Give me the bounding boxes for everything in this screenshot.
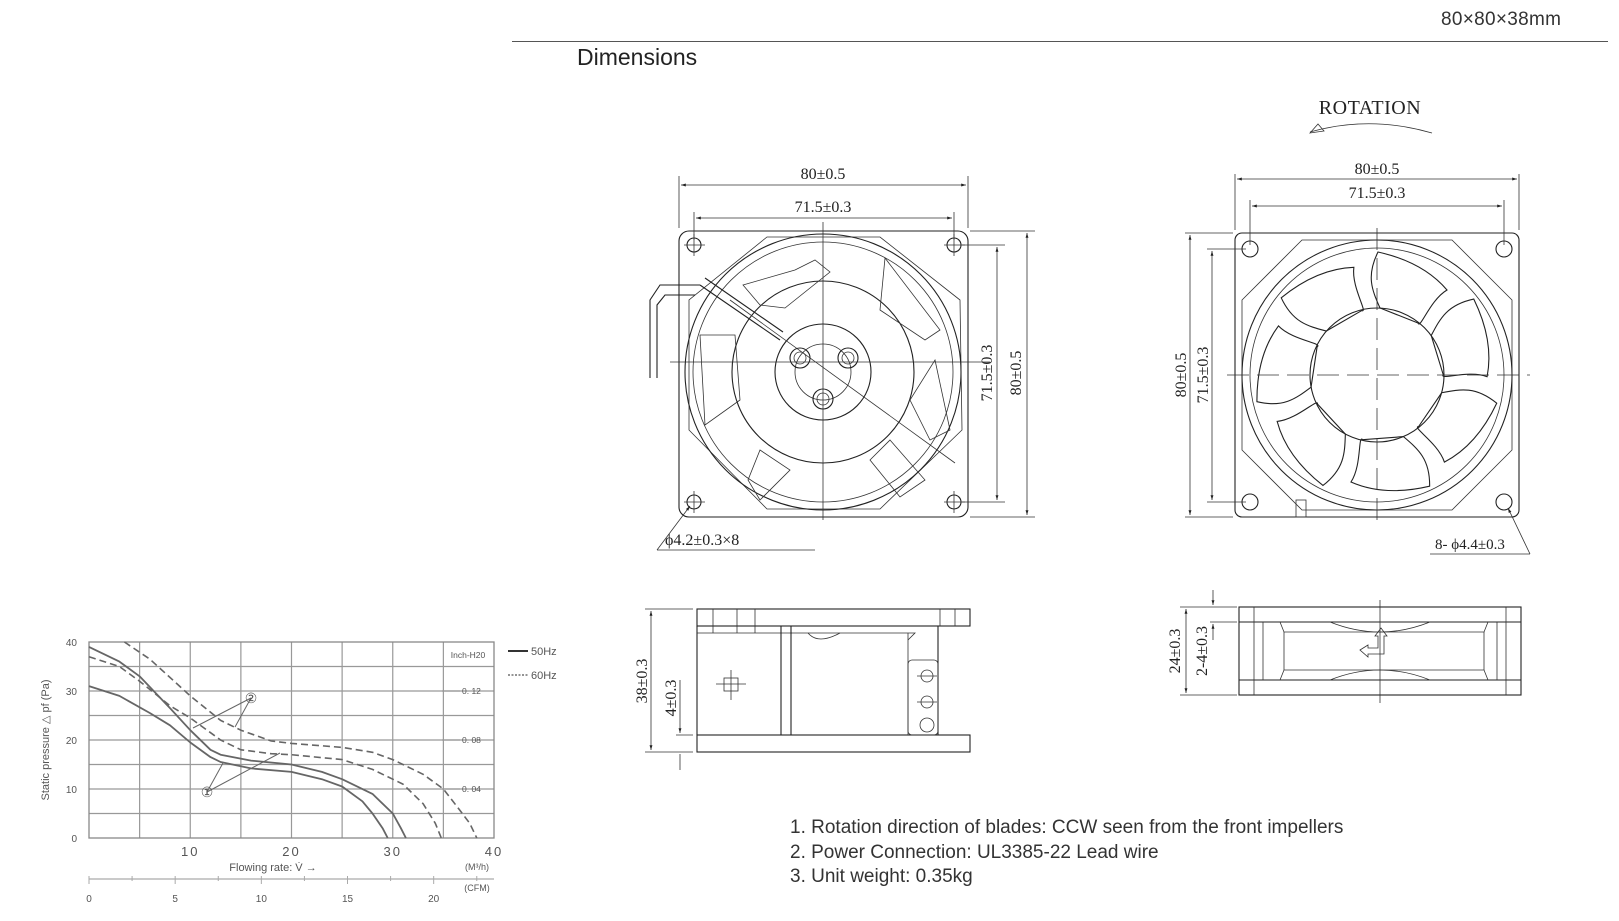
chart-x-axis-unit: (M³/h): [465, 862, 489, 872]
chart-y-tick-label: 10: [66, 785, 78, 796]
cfm-tick-label: 5: [172, 894, 178, 905]
legend-60hz-label: 60Hz: [531, 670, 557, 682]
chart-annotations: ① ②: [192, 690, 281, 800]
side-right-depth-dimension: 24±0.3: [1167, 629, 1184, 674]
front-height-dimension: 80±0.5: [1008, 351, 1025, 396]
side-left-flange-dimension: 4±0.3: [663, 680, 680, 717]
chart-y-tick-label: 40: [66, 638, 78, 649]
front-hole-pitch-vertical-dimension: 71.5±0.3: [979, 345, 996, 402]
rear-width-dimension: 80±0.5: [1355, 161, 1400, 178]
chart-x-tick-label: 30: [384, 844, 402, 859]
rear-height-dimension: 80±0.5: [1173, 353, 1190, 398]
chart-x-axis-label: Flowing rate: V̇ →: [229, 861, 316, 874]
chart-x-tick-label: 10: [181, 844, 199, 859]
chart-series-line-1: [88, 646, 407, 839]
side-view-right-drawing: 24±0.3 2-4±0.3: [1167, 590, 1522, 703]
side-left-depth-dimension: 38±0.3: [634, 659, 651, 704]
inch-h2o-tick-label: 0. 12: [462, 686, 481, 696]
chart-plot-frame: [88, 641, 495, 839]
cfm-tick-label: 20: [428, 894, 440, 905]
notes-list: 1. Rotation direction of blades: CCW see…: [790, 816, 1343, 890]
chart-x-tick-label: 20: [282, 844, 300, 859]
performance-chart: 0 10 20 30 40 10 20 30 40 0. 12 0. 08 0. 04 Inch-…: [40, 638, 557, 905]
rear-hole-pitch-dimension: 71.5±0.3: [1349, 185, 1406, 202]
cfm-tick-label: 10: [256, 894, 268, 905]
chart-series-line-3: [123, 641, 478, 839]
side-right-flange-dimension: 2-4±0.3: [1194, 626, 1211, 676]
side-view-left-drawing: 38±0.3 4±0.3: [634, 608, 971, 770]
annotation-1: ①: [201, 784, 214, 800]
cfm-axis-unit: (CFM): [464, 883, 490, 893]
airflow-arrow-icon: [1359, 627, 1388, 658]
model-size-label: 80×80×38mm: [1441, 9, 1562, 30]
rear-mount-hole-dimension: 8- ϕ4.4±0.3: [1435, 537, 1505, 553]
front-mount-hole-dimension: ϕ4.2±0.3×8: [665, 532, 739, 549]
chart-y-tick-label: 20: [66, 736, 78, 747]
rotation-arrowhead-icon: [1308, 123, 1325, 134]
note-rotation: 1. Rotation direction of blades: CCW see…: [790, 817, 1344, 838]
rotation-arrow-icon: [1309, 123, 1433, 134]
note-unit-weight: 3. Unit weight: 0.35kg: [790, 866, 973, 887]
chart-x-tick-label: 40: [485, 844, 503, 859]
chart-y-axis-label: Static pressure △ pf (Pa): [40, 680, 52, 801]
cfm-tick-label: 0: [86, 894, 92, 905]
mount-hole-icon: [684, 234, 965, 513]
chart-grid: [89, 642, 494, 838]
cfm-tick-label: 15: [342, 894, 354, 905]
chart-y-tick-label: 30: [66, 687, 78, 698]
chart-y-tick-label: 0: [71, 834, 77, 845]
annotation-2: ②: [245, 690, 258, 706]
front-hole-pitch-dimension: 71.5±0.3: [795, 199, 852, 216]
fan-blades: [1240, 243, 1518, 517]
rotation-label: ROTATION: [1319, 97, 1421, 119]
rear-view-drawing: ROTATION 80±0.5 71.: [1173, 97, 1531, 555]
chart-series-line-0: [88, 685, 389, 839]
legend-50hz-label: 50Hz: [531, 646, 557, 658]
section-title: Dimensions: [577, 44, 698, 70]
chart-series-line-2: [88, 655, 443, 839]
rear-hole-pitch-vertical-dimension: 71.5±0.3: [1195, 347, 1212, 404]
secondary-axis-unit: Inch-H20: [451, 650, 486, 660]
front-width-dimension: 80±0.5: [801, 166, 846, 183]
inch-h2o-tick-label: 0. 08: [462, 735, 481, 745]
note-power-connection: 2. Power Connection: UL3385-22 Lead wire: [790, 841, 1159, 863]
header-divider: [512, 41, 1608, 42]
inch-h2o-tick-label: 0. 04: [462, 784, 481, 794]
front-view-drawing: 80±0.5 71.5±0.3 71.5±0.3 80±0.5 ϕ4.2±0.3…: [649, 166, 1035, 551]
chart-legend: 50Hz 60Hz: [508, 646, 557, 682]
